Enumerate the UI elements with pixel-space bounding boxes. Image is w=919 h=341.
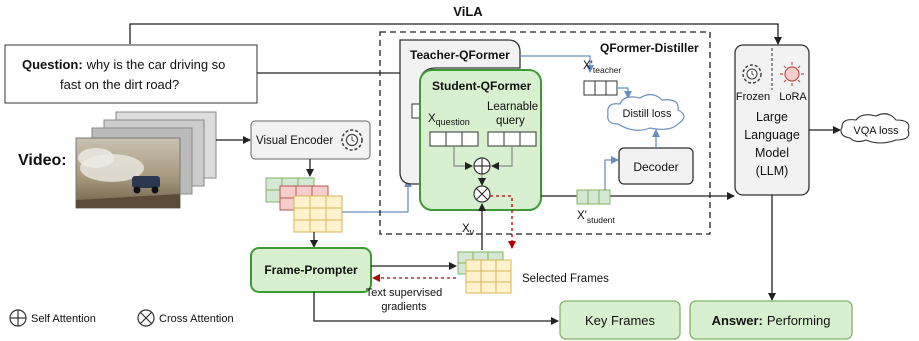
learnable-query-label-2: query — [496, 115, 525, 127]
x-student-label: X'student — [577, 210, 615, 225]
svg-text:Frame-Prompter: Frame-Prompter — [264, 263, 358, 277]
frame-prompter-box: Frame-Prompter — [250, 247, 372, 293]
frozen-label: Frozen — [736, 91, 770, 103]
prompter-to-keyframes-arrow — [313, 292, 559, 325]
svg-text:VQA loss: VQA loss — [853, 125, 899, 137]
visual-token-grids — [265, 177, 343, 233]
question-box: Question:why is the car driving so fast … — [4, 44, 258, 104]
text-grad-label-1: Text supervised — [366, 287, 442, 299]
legend-cross-attention: Cross Attention — [137, 309, 234, 327]
llm-line-2: Language — [744, 128, 800, 142]
teacher-output-arrow — [520, 55, 594, 73]
x-question-label: Xquestion — [428, 113, 470, 127]
x-teacher-tokens — [583, 80, 618, 96]
x-student-tokens — [576, 189, 611, 205]
vqa-loss-cloud: VQA loss — [840, 113, 910, 144]
answer-box: Answer: Performing — [689, 300, 853, 340]
student-qformer: Student-QFormer Xquestion Learnable quer… — [419, 69, 542, 211]
features-to-teacher-arrow — [342, 179, 412, 213]
svg-text:Answer:Performing: Answer: Performing — [712, 313, 831, 328]
cross-attention-icon — [473, 185, 491, 203]
student-to-decoder-arrow — [604, 156, 619, 190]
teacher-label: Teacher-QFormer — [410, 48, 510, 62]
distill-loss-cloud: Distill loss — [607, 93, 685, 131]
lora-icon — [780, 62, 804, 86]
diagram-title: ViLA — [453, 4, 483, 19]
question-text-1: why is the car driving so — [86, 57, 226, 72]
svg-text:Visual Encoder: Visual Encoder — [256, 135, 333, 147]
self-attention-icon — [473, 157, 491, 175]
teacher-qformer: Teacher-QFormer — [399, 39, 521, 185]
selected-frames-label: Selected Frames — [522, 273, 609, 285]
decoder-box: Decoder — [618, 147, 694, 185]
llm-box: Frozen LoRA Large Language Model (LLM) — [734, 44, 810, 196]
video-label: Video: — [18, 152, 67, 169]
student-label: Student-QFormer — [432, 79, 532, 93]
llm-line-1: Large — [756, 110, 788, 124]
svg-text:Cross Attention: Cross Attention — [159, 313, 234, 325]
key-frames-box: Key Frames — [559, 300, 681, 340]
answer-text: Performing — [767, 313, 831, 328]
visual-encoder: Visual Encoder — [250, 120, 371, 160]
question-to-llm-line — [129, 23, 782, 45]
xv-label: Xv — [462, 223, 475, 237]
video-frames — [75, 111, 217, 209]
query-tokens — [487, 131, 537, 147]
llm-line-4: (LLM) — [756, 164, 789, 178]
text-grad-label-2: gradients — [381, 301, 427, 313]
svg-text:Self Attention: Self Attention — [31, 313, 96, 325]
llm-line-3: Model — [755, 146, 789, 160]
gradient-back-arrow — [490, 195, 516, 249]
answer-label: Answer: — [712, 313, 763, 328]
qformer-distiller-box — [379, 31, 711, 235]
frozen-icon — [341, 129, 363, 151]
svg-text:Decoder: Decoder — [633, 160, 678, 174]
svg-text:Distill loss: Distill loss — [623, 108, 672, 120]
lora-label: LoRA — [779, 91, 807, 103]
x-teacher-label: X'teacher — [583, 60, 621, 75]
video-thumbnail — [75, 137, 181, 209]
question-text-2: fast on the dirt road? — [60, 77, 179, 92]
frozen-llm-icon — [742, 64, 762, 84]
svg-text:Question:why is the car drivin: Question:why is the car driving so — [22, 57, 225, 72]
question-label: Question: — [22, 57, 83, 72]
svg-text:Key Frames: Key Frames — [585, 313, 656, 328]
learnable-query-label-1: Learnable — [487, 101, 538, 113]
question-tokens — [429, 131, 479, 147]
distiller-label: QFormer-Distiller — [600, 41, 699, 55]
legend-self-attention: Self Attention — [9, 309, 96, 327]
selected-frames-grid — [457, 251, 512, 294]
